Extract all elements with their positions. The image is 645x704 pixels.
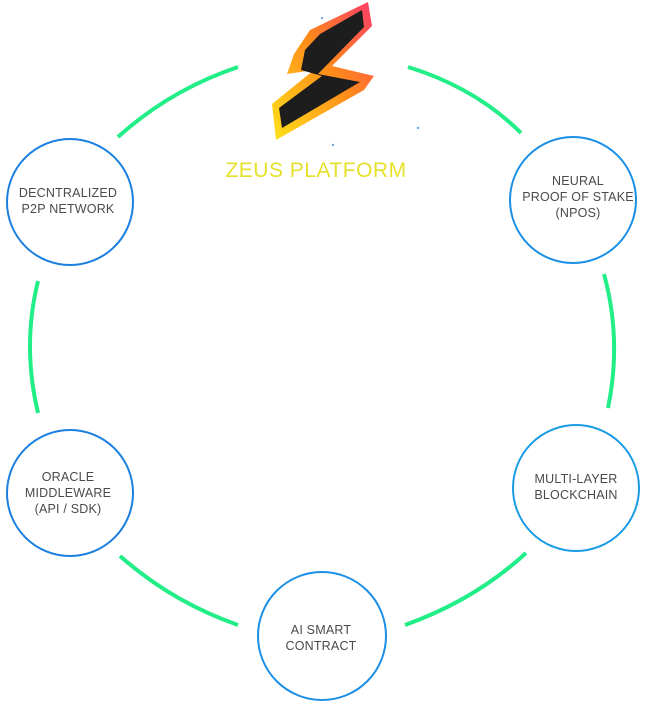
node-label-p2p-network: DECNTRALIZED P2P NETWORK xyxy=(18,186,118,216)
node-label-npos: NEURAL PROOF OF STAKE (NPOS) xyxy=(522,174,634,220)
node-circle-npos xyxy=(509,136,637,264)
node-label-ai-smart-contract: AI SMART CONTRACT xyxy=(285,623,357,653)
node-label-oracle-middleware: ORACLE MIDDLEWARE (API / SDK) xyxy=(24,470,112,516)
arc-top-right xyxy=(407,65,523,135)
node-circle-p2p xyxy=(6,138,134,266)
zeus-z-logo-icon xyxy=(272,2,420,147)
platform-title: ZEUS PLATFORM xyxy=(225,159,407,182)
node-circle-ai-contract xyxy=(257,571,387,701)
node-circles xyxy=(6,136,640,701)
node-circle-oracle xyxy=(6,429,134,557)
node-label-multilayer-blockchain: MULTI-LAYER BLOCKCHAIN xyxy=(534,472,618,502)
arc-left xyxy=(28,280,40,414)
ring-arcs xyxy=(28,65,617,627)
arc-bottom-left xyxy=(118,554,239,627)
arc-right xyxy=(602,273,617,409)
arc-top-left xyxy=(116,65,239,139)
node-circle-multilayer xyxy=(512,424,640,552)
arc-bottom-right xyxy=(404,551,528,627)
